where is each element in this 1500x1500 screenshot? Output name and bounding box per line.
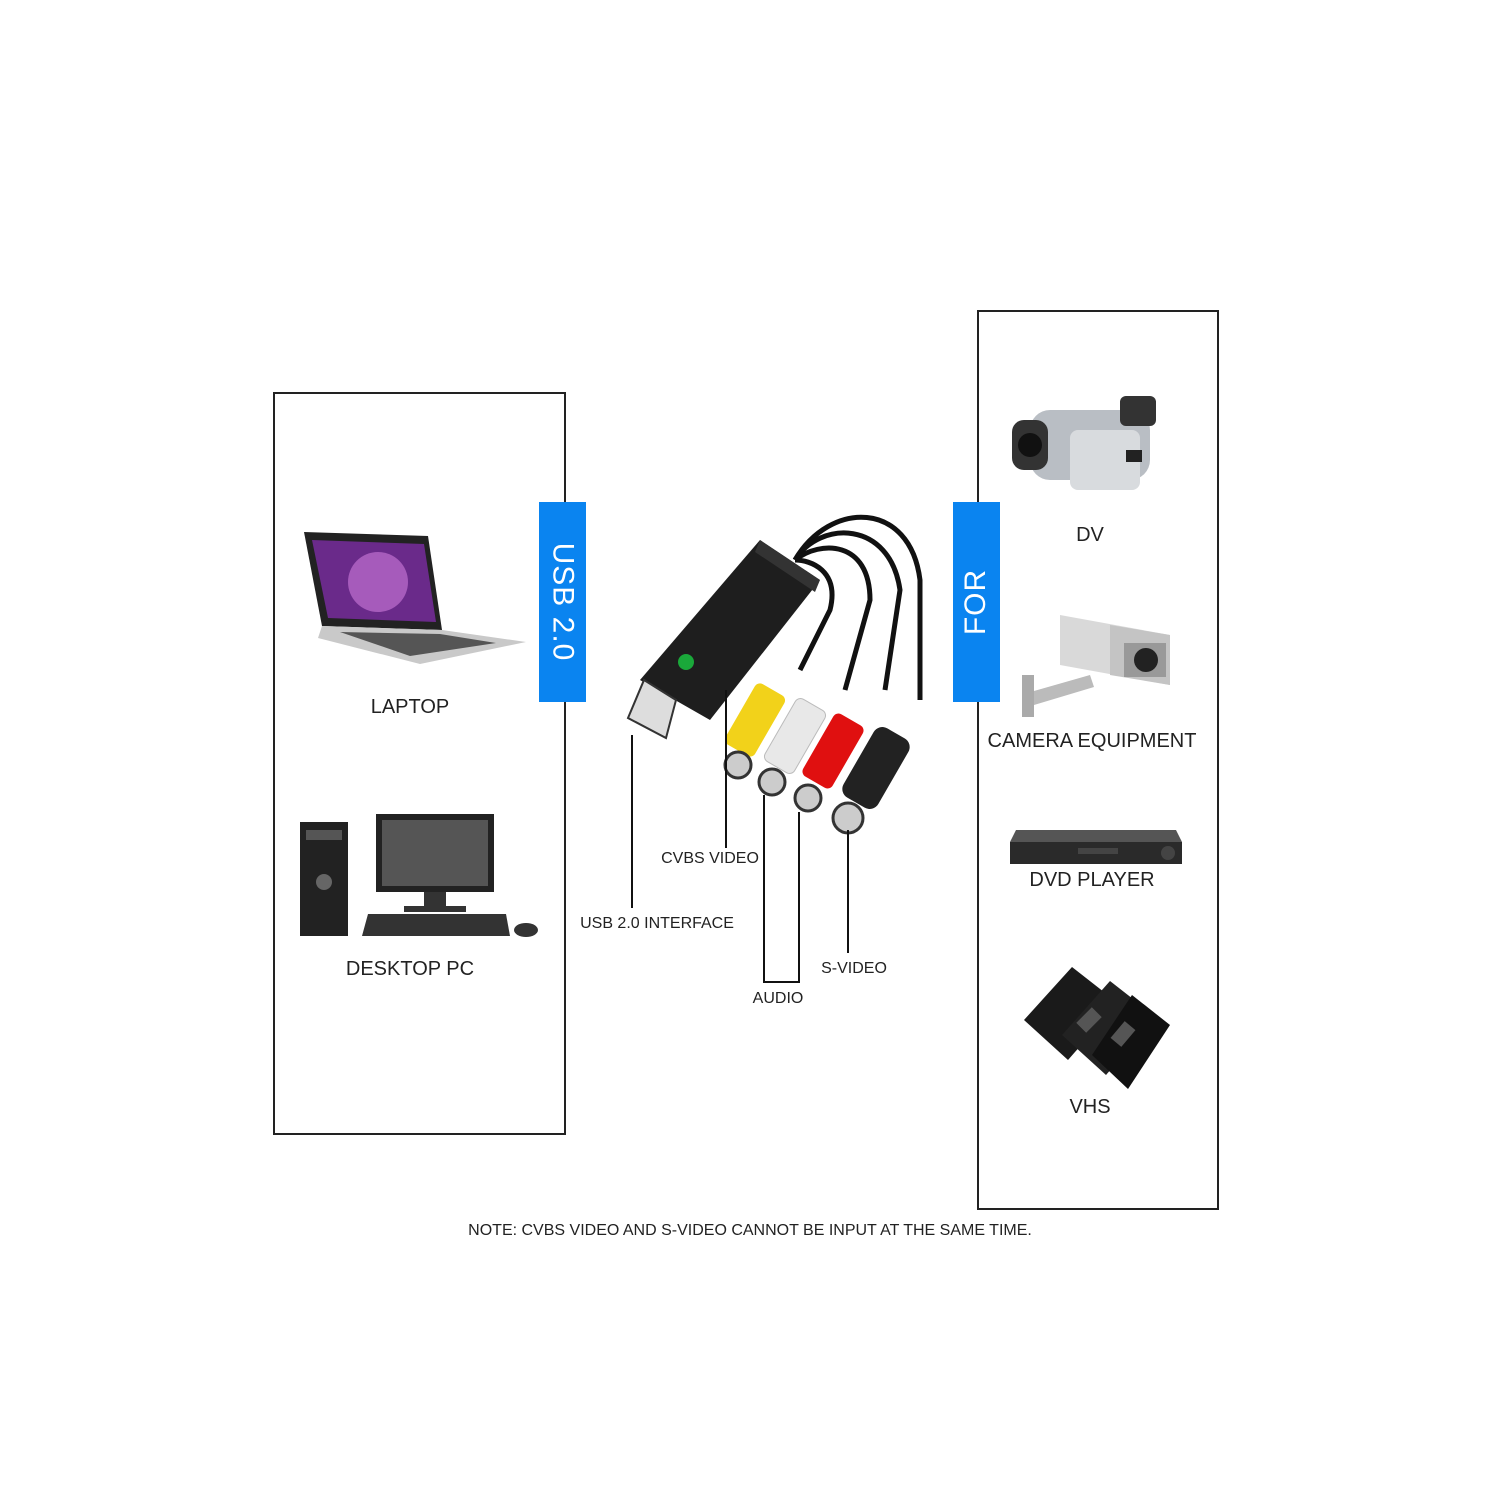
usb-capture-adapter [626, 514, 923, 835]
device-label-desktop-pc: DESKTOP PC [345, 958, 475, 980]
device-label-dv: DV [1076, 524, 1104, 546]
security-camera-icon [1022, 615, 1170, 717]
audio-leader-line-right [798, 812, 800, 983]
device-label-vhs: VHS [1069, 1096, 1111, 1118]
device-label-laptop: LAPTOP [370, 696, 450, 718]
audio-leader-bracket [763, 981, 800, 983]
desktop-pc-icon [300, 814, 538, 937]
audio-right-connector [793, 713, 864, 813]
usb-leader-line [631, 735, 633, 908]
device-label-dvd-player: DVD PLAYER [1029, 869, 1155, 891]
audio-leader-line-left [763, 795, 765, 983]
laptop-icon [304, 532, 526, 664]
usb-tag: USB 2.0 [539, 502, 586, 702]
audio-label: AUDIO [752, 990, 804, 1007]
usb-stick-body [626, 540, 820, 740]
device-label-camera-equipment: CAMERA EQUIPMENT [987, 730, 1197, 752]
vhs-tapes-icon [1024, 967, 1170, 1089]
note: NOTE: CVBS VIDEO AND S-VIDEO CANNOT BE I… [468, 1222, 1032, 1239]
for-tag: FOR [953, 502, 1000, 702]
usb-interface-label: USB 2.0 INTERFACE [580, 915, 734, 932]
svideo-label: S-VIDEO [821, 960, 887, 977]
camcorder-icon [1012, 396, 1156, 490]
svideo-leader-line [847, 830, 849, 953]
cvbs-video-label: CVBS VIDEO [661, 850, 759, 867]
dvd-player-icon [1010, 830, 1182, 864]
left-panel [273, 392, 566, 1135]
cvbs-leader-line [725, 690, 727, 848]
audio-left-connector [757, 698, 827, 797]
svideo-connector [831, 727, 910, 835]
